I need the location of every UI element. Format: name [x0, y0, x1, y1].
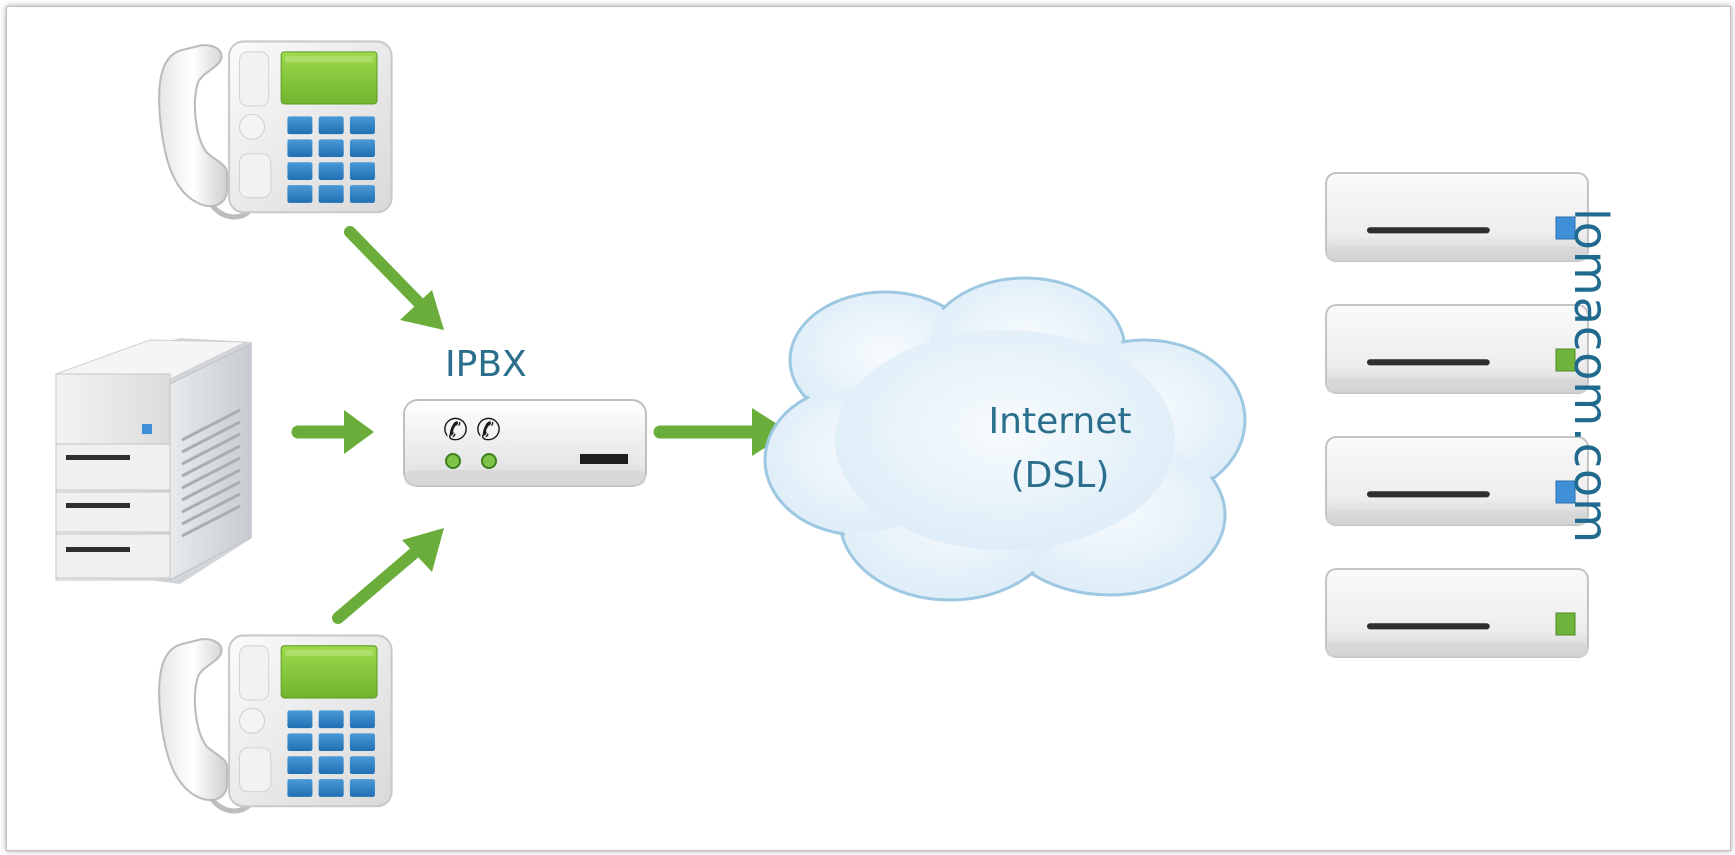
tower-server-icon — [55, 338, 252, 584]
brand-label: lomacom.com — [1564, 207, 1618, 545]
ipbx-box-icon: ✆ ✆ — [403, 399, 647, 487]
phone-handset-icon: ✆ — [443, 413, 468, 448]
rack-server-icon — [1325, 567, 1589, 659]
cloud-label-line1: Internet — [988, 401, 1132, 442]
arrow-icon — [344, 226, 444, 330]
ipbx-label: IPBX — [445, 344, 527, 385]
arrow-icon — [291, 410, 374, 454]
status-led-blue — [1555, 216, 1576, 240]
rack-server-icon — [1325, 435, 1589, 527]
rack-server-icon — [1325, 303, 1589, 395]
status-led-green — [1555, 348, 1576, 372]
cloud-icon — [763, 276, 1247, 602]
arrow-icon — [332, 528, 444, 624]
desk-phone-icon — [159, 635, 391, 811]
status-led-blue — [1555, 480, 1576, 504]
desk-phone-icon — [159, 41, 391, 217]
cloud-label-line2: (DSL) — [1010, 455, 1110, 496]
phone-handset-icon: ✆ — [476, 413, 501, 448]
cloud-label: Internet (DSL) — [955, 395, 1165, 503]
status-led-green — [1555, 612, 1576, 636]
rack-server-icon — [1325, 171, 1589, 263]
